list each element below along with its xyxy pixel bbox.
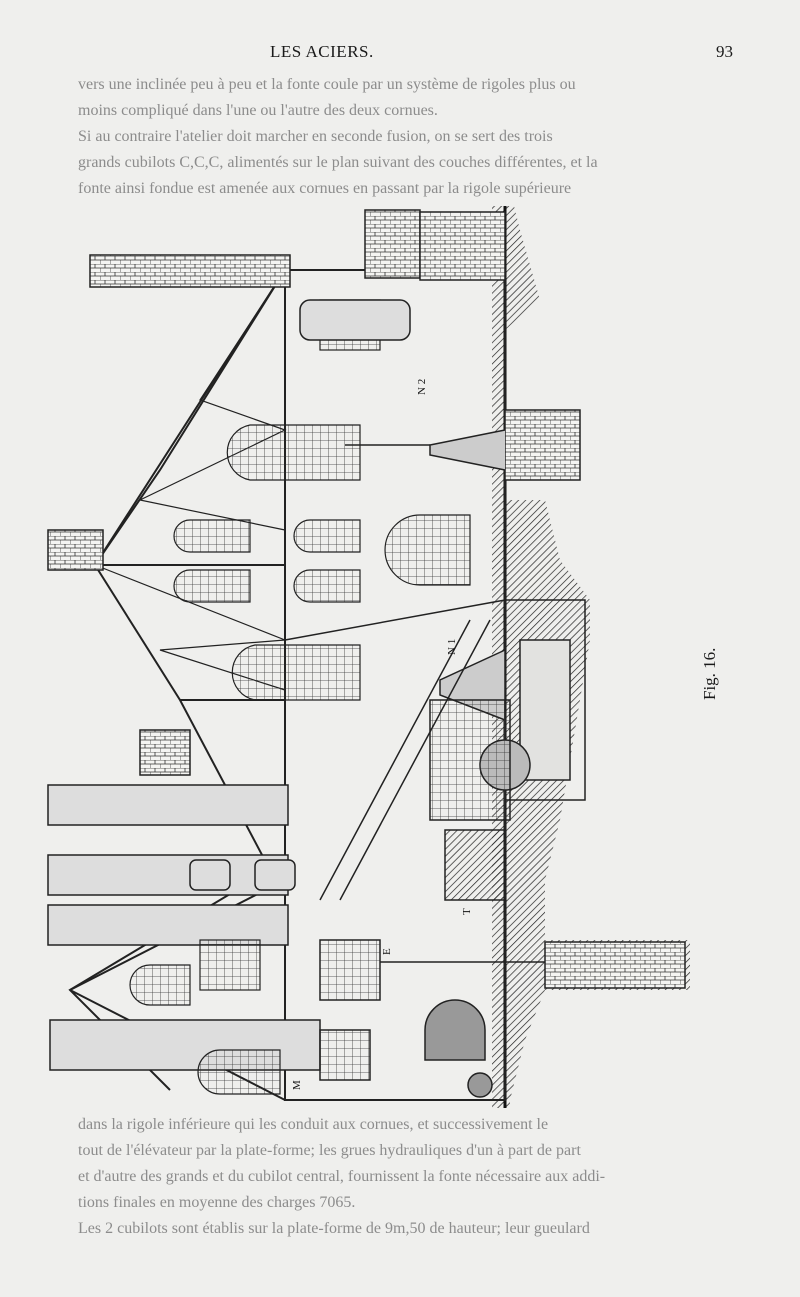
text-line: dans la rigole inférieure qui les condui…: [78, 1116, 549, 1133]
running-head: LES ACIERS. 93: [0, 42, 800, 66]
text-line: Les 2 cubilots sont établis sur la plate…: [78, 1220, 590, 1237]
label-n1: N 1: [446, 639, 458, 655]
label-e: E: [381, 948, 393, 955]
machinery: [189, 299, 686, 1098]
text-line: et d'autre des grands et du cubilot cent…: [78, 1168, 606, 1185]
bleed-through-text-top: vers une inclinée peu à peu et la fonte …: [78, 72, 738, 202]
page-number: 93: [716, 42, 733, 61]
running-title: LES ACIERS.: [270, 42, 374, 61]
label-m: M: [291, 1080, 303, 1090]
label-t: T: [461, 908, 473, 915]
text-line: tions finales en moyenne des charges 706…: [78, 1194, 356, 1211]
text-line: moins compliqué dans l'une ou l'autre de…: [78, 102, 438, 119]
text-line: Si au contraire l'atelier doit marcher e…: [78, 128, 553, 145]
text-line: tout de l'élévateur par la plate-forme; …: [78, 1142, 581, 1159]
bleed-through-text-bottom: dans la rigole inférieure qui les condui…: [78, 1112, 738, 1242]
text-line: vers une inclinée peu à peu et la fonte …: [78, 76, 576, 93]
figure-caption: Fig. 16.: [700, 647, 719, 700]
chimneys: [47, 209, 506, 1071]
label-n2: N 2: [416, 379, 428, 395]
text-line: grands cubilots C,C,C, alimentés sur le …: [78, 154, 598, 171]
text-line: fonte ainsi fondue est amenée aux cornue…: [78, 180, 572, 197]
windows: [129, 299, 471, 1095]
